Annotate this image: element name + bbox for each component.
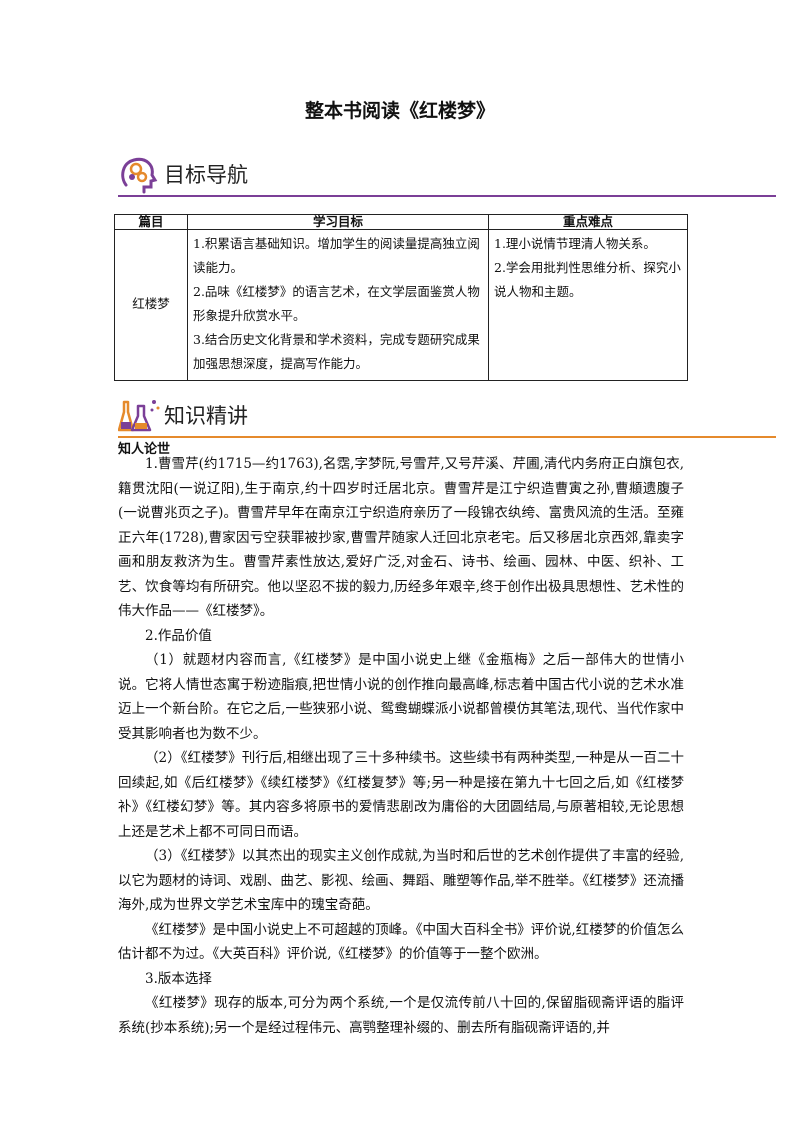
- section-rule: [118, 195, 776, 197]
- paragraph: （2）《红楼梦》刊行后,相继出现了三十多种续书。这些续书有两种类型,一种是从一百…: [118, 750, 684, 840]
- key-point-item: 2.学会用批判性思维分析、探究小说人物和主题。: [494, 260, 681, 299]
- head-gears-icon: [121, 157, 158, 194]
- body-text: 1.曹雪芹(约1715—约1763),名霑,字梦阮,号雪芹,又号芹溪、芹圃,清代…: [118, 452, 684, 1040]
- header-key-points: 重点难点: [488, 214, 688, 230]
- page-title: 整本书阅读《红楼梦》: [304, 100, 495, 122]
- paragraph: （1）就题材内容而言,《红楼梦》是中国小说史上继《金瓶梅》之后一部伟大的世情小说…: [118, 652, 684, 742]
- section-knowledge: 知识精讲: [118, 396, 776, 438]
- objective-item: 1.积累语言基础知识。增加学生的阅读量提高独立阅读能力。: [193, 236, 480, 275]
- key-point-item: 1.理小说情节理清人物关系。: [494, 236, 656, 251]
- section-label: 知识精讲: [164, 404, 248, 428]
- paragraph: （3）《红楼梦》以其杰出的现实主义创作成就,为当时和后世的艺术创作提供了丰富的经…: [118, 848, 684, 913]
- header-objectives: 学习目标: [187, 214, 489, 230]
- section-label: 目标导航: [164, 163, 248, 187]
- subheading: 知人论世: [118, 442, 171, 457]
- objective-item: 3.结合历史文化背景和学术资料，完成专题研究成果加强思想深度，提高写作能力。: [193, 332, 480, 371]
- goals-table: 篇目 学习目标 重点难点 红楼梦 1.积累语言基础知识。增加学生的阅读量提高独立…: [114, 214, 688, 381]
- header-chapter: 篇目: [114, 214, 188, 230]
- paragraph: 《红楼梦》是中国小说史上不可超越的顶峰。《中国大百科全书》评价说,红楼梦的价值怎…: [118, 921, 684, 963]
- chapter-cell: 红楼梦: [114, 229, 188, 381]
- paragraph: 1.曹雪芹(约1715—约1763),名霑,字梦阮,号雪芹,又号芹溪、芹圃,清代…: [118, 456, 684, 619]
- section-goal-nav: 目标导航: [118, 155, 776, 197]
- paragraph: 3.版本选择: [145, 970, 212, 987]
- section-rule: [118, 436, 776, 438]
- lab-flask-icon: [118, 400, 160, 432]
- objectives-cell: 1.积累语言基础知识。增加学生的阅读量提高独立阅读能力。 2.品味《红楼梦》的语…: [187, 229, 489, 381]
- key-points-cell: 1.理小说情节理清人物关系。 2.学会用批判性思维分析、探究小说人物和主题。: [488, 229, 688, 381]
- paragraph: 《红楼梦》现存的版本,可分为两个系统,一个是仅流传前八十回的,保留脂砚斋评语的脂…: [118, 995, 684, 1036]
- objective-item: 2.品味《红楼梦》的语言艺术，在文学层面鉴赏人物形象提升欣赏水平。: [193, 284, 480, 323]
- table-row: 红楼梦 1.积累语言基础知识。增加学生的阅读量提高独立阅读能力。 2.品味《红楼…: [114, 229, 688, 381]
- table-header-row: 篇目 学习目标 重点难点: [114, 214, 688, 230]
- paragraph: 2.作品价值: [145, 627, 212, 644]
